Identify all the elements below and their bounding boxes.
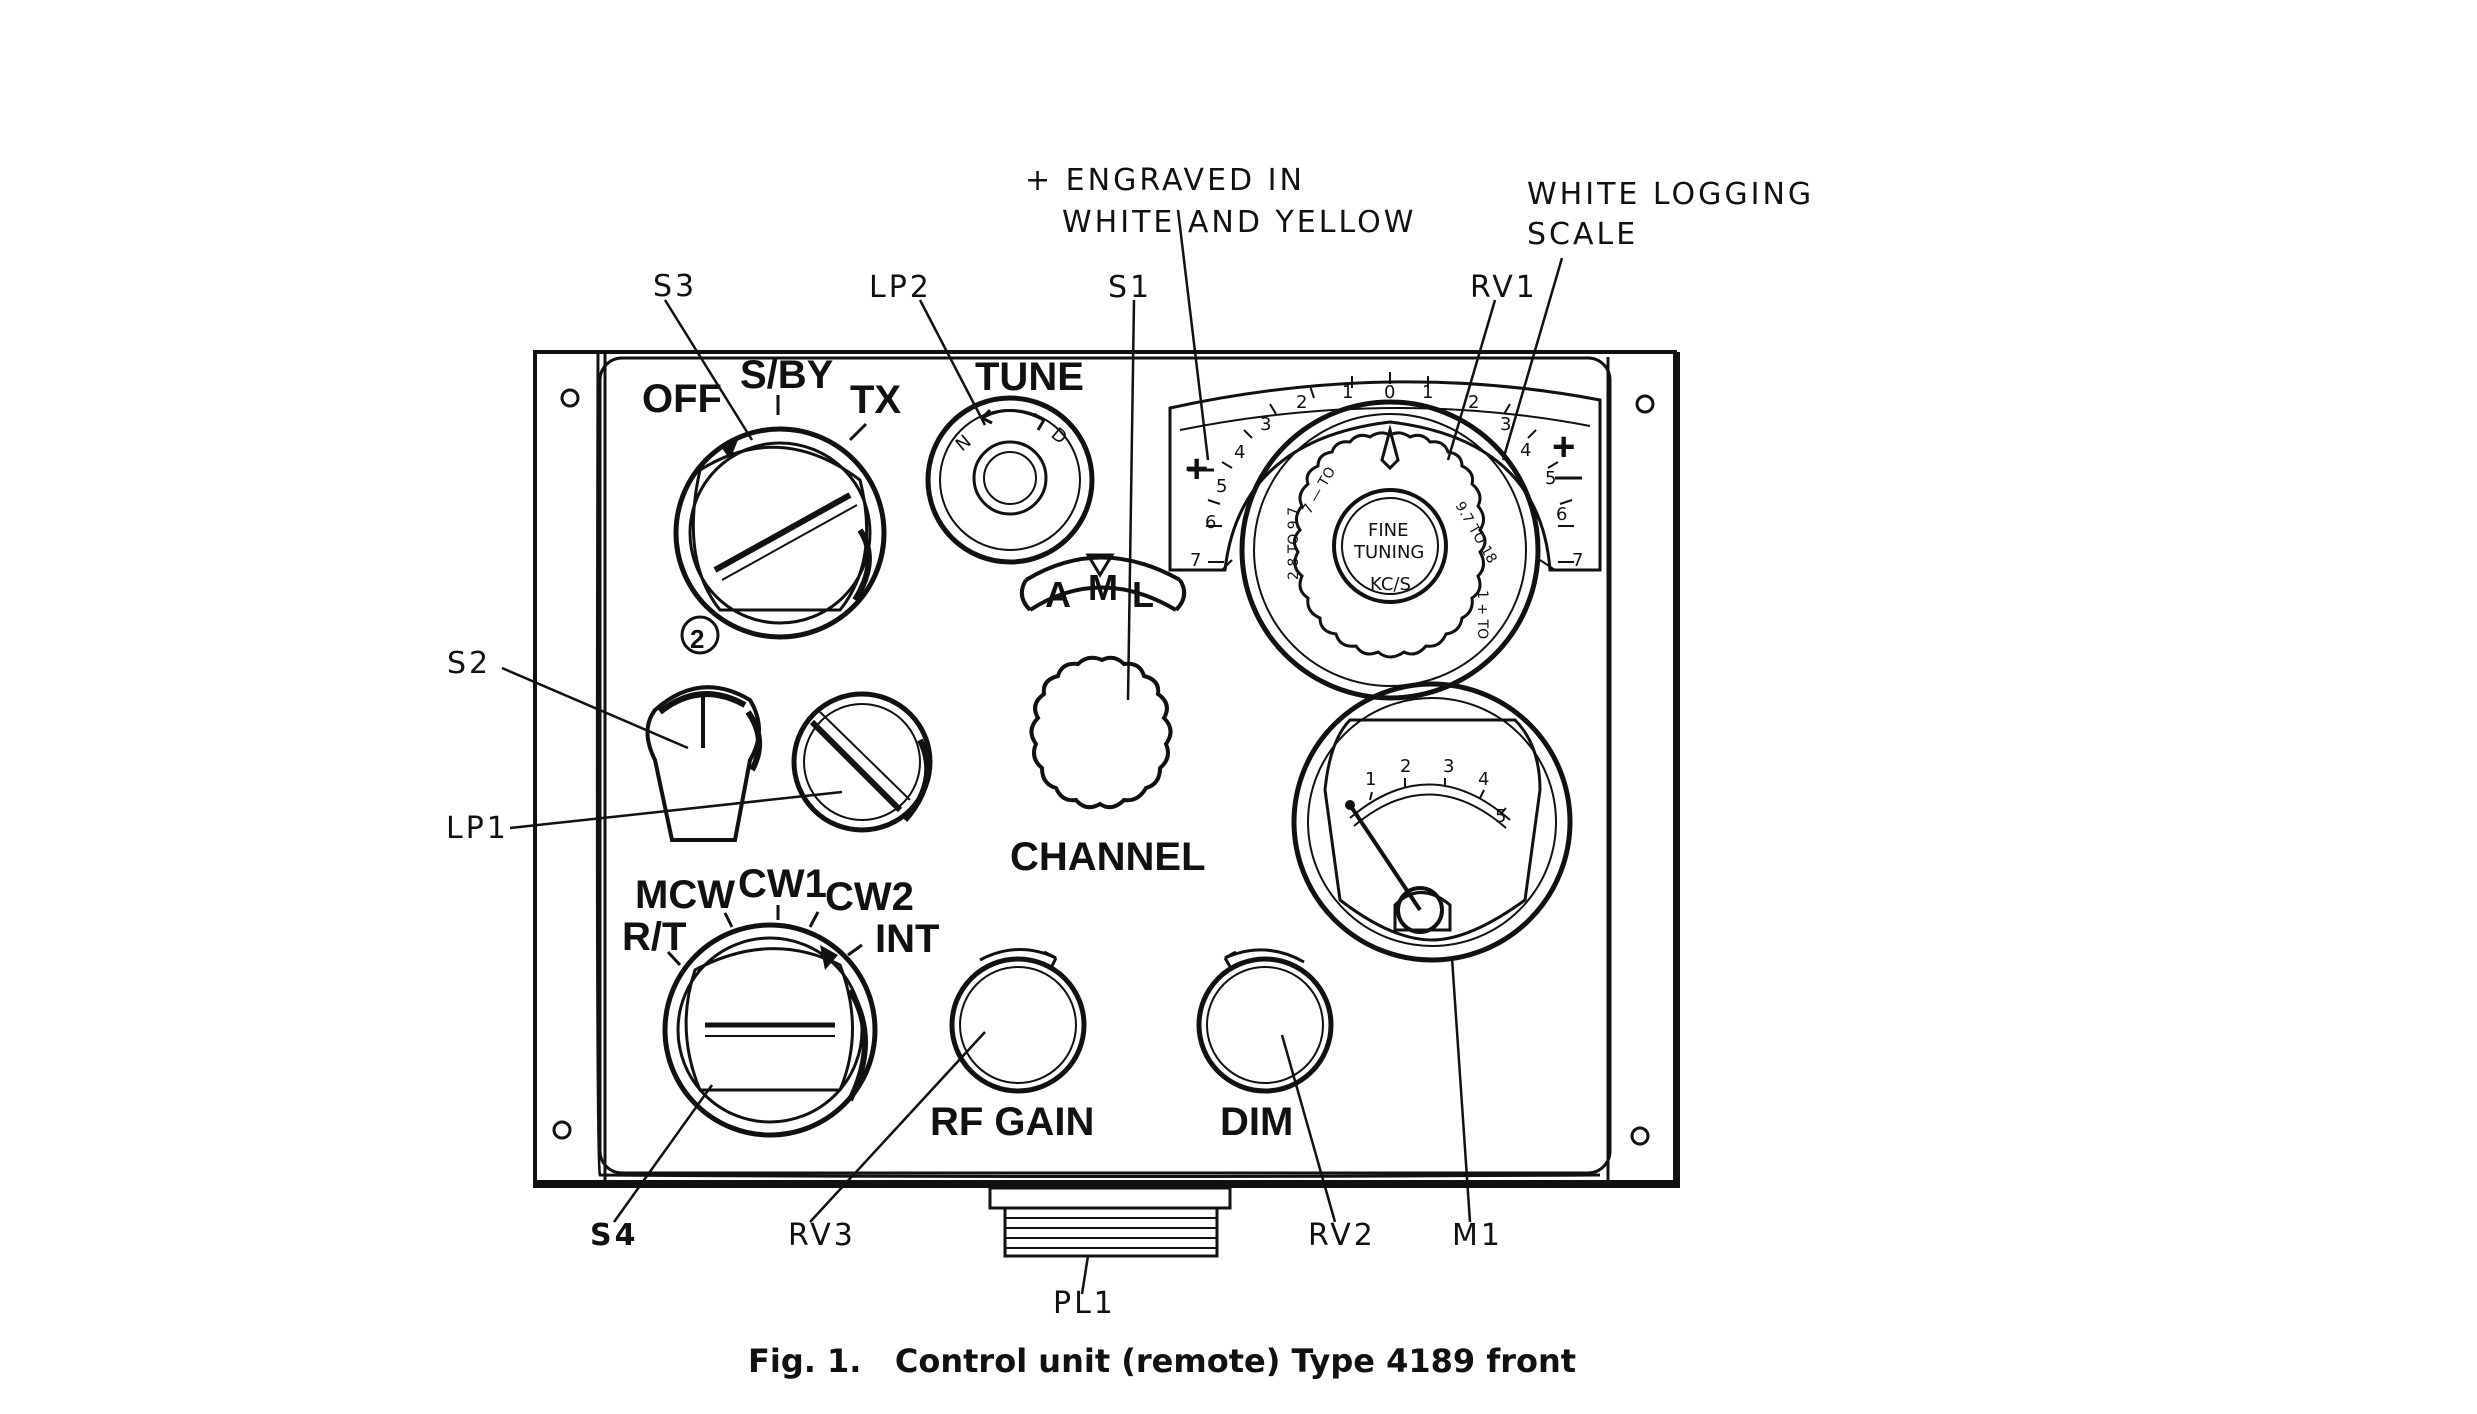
leader-s2 [501, 666, 689, 750]
aml-l-label: L [1132, 574, 1154, 615]
label-lp2: LP2 [869, 270, 932, 305]
callout-labels: S3 LP2 S1 RV1 + ENGRAVED IN WHITE AND YE… [446, 163, 1814, 1321]
s3-tx-label: TX [850, 378, 901, 422]
leader-s1 [1126, 299, 1136, 701]
fine-tuning-line3: KC/S [1370, 574, 1411, 595]
svg-text:1 + TO: 1 + TO [1474, 590, 1490, 639]
plus-minus-right: + [1552, 425, 1575, 469]
svg-text:7 — TO: 7 — TO [1300, 464, 1340, 517]
s3-off-label: OFF [642, 377, 722, 421]
meter-scale-1: 1 [1365, 769, 1376, 790]
mode-mcw-label: MCW [635, 873, 735, 917]
svg-text:9.7 TO 18: 9.7 TO 18 [1452, 499, 1500, 566]
panel-frame [533, 350, 1680, 1188]
note-logging-1: WHITE LOGGING [1527, 177, 1814, 212]
rv3-rf-gain-knob[interactable]: RF GAIN [930, 948, 1094, 1144]
leader-rv1 [1446, 299, 1497, 461]
leader-rv3 [809, 1031, 986, 1223]
mode-cw1-label: CW1 [738, 862, 827, 906]
leader-lp2 [918, 299, 987, 426]
leader-logging [1501, 257, 1564, 461]
leader-lp1 [509, 790, 843, 830]
fine-tuning-line2: TUNING [1353, 542, 1424, 563]
tuning-scale-l5: 5 [1216, 476, 1227, 497]
rv1-fine-tuning-dial[interactable]: FINE TUNING KC/S 7 — TO 2 8 TO 9.7 9.7 T… [1168, 372, 1602, 701]
note-engraved-1: + ENGRAVED IN [1025, 163, 1305, 198]
label-s3: S3 [653, 269, 697, 304]
label-m1: M1 [1452, 1218, 1503, 1253]
s3-switch[interactable]: OFF S/BY TX [642, 353, 901, 640]
leader-rv2 [1280, 1034, 1337, 1223]
lp1-lamp[interactable] [791, 691, 933, 833]
mount-hole-bl [552, 1120, 572, 1140]
s3-sby-label: S/BY [740, 353, 834, 397]
figure-caption: Fig. 1. Control unit (remote) Type 4189 … [748, 1342, 1576, 1380]
leader-pl1 [1080, 1255, 1090, 1295]
meter-scale-2: 2 [1400, 756, 1411, 777]
label-lp1: LP1 [446, 811, 509, 846]
mode-int-label: INT [875, 917, 939, 961]
meter-scale-5: 5 [1495, 806, 1506, 827]
mount-hole-br [1630, 1126, 1650, 1146]
s4-mode-switch[interactable]: MCW CW1 CW2 R/T INT [622, 862, 939, 1138]
label-s1: S1 [1108, 270, 1152, 305]
svg-text:2 8 TO 9.7: 2 8 TO 9.7 [1286, 507, 1302, 580]
label-rv1: RV1 [1470, 270, 1538, 305]
leader-engraved [1176, 209, 1210, 461]
tuning-scale-l7: 7 [1190, 550, 1201, 571]
mode-rt-label: R/T [622, 915, 686, 959]
s1-channel-switch[interactable]: A M L CHANNEL [1010, 553, 1206, 879]
note-engraved-2: WHITE AND YELLOW [1062, 205, 1416, 240]
leader-m1 [1450, 957, 1472, 1223]
label-pl1: PL1 [1053, 1286, 1116, 1321]
note-logging-2: SCALE [1527, 217, 1638, 252]
mount-hole-tl [560, 388, 580, 408]
s2-switch[interactable]: 2 [645, 615, 763, 842]
label-s4: S4 [590, 1218, 638, 1253]
tuning-scale-l3: 3 [1260, 414, 1271, 435]
aml-a-label: A [1045, 574, 1071, 615]
leader-s4 [612, 1084, 714, 1223]
tuning-scale-l2: 2 [1296, 392, 1307, 413]
tune-label: TUNE [975, 355, 1084, 399]
tuning-scale-l4: 4 [1234, 442, 1245, 463]
m1-meter: 1 2 3 4 5 [1291, 681, 1573, 963]
leader-lines [501, 209, 1564, 1295]
tune-d-label: D [1047, 424, 1071, 449]
mode-cw2-label: CW2 [825, 875, 914, 919]
tuning-scale-r3: 3 [1500, 414, 1511, 435]
mount-hole-tr [1635, 394, 1655, 414]
pl1-connector [988, 1186, 1232, 1258]
tuning-scale-r2: 2 [1468, 392, 1479, 413]
label-s2: S2 [447, 646, 491, 681]
tuning-scale-0: 0 [1384, 382, 1395, 403]
tuning-scale-r1: 1 [1422, 382, 1433, 403]
tuning-scale-r7: 7 [1572, 550, 1583, 571]
label-rv3: RV3 [788, 1218, 856, 1253]
tuning-scale-l1: 1 [1342, 382, 1353, 403]
tuning-scale-r6: 6 [1556, 504, 1567, 525]
lp2-tune-lamp[interactable]: N D TUNE [925, 355, 1095, 565]
rf-gain-label: RF GAIN [930, 1100, 1094, 1144]
leader-s3 [663, 299, 754, 441]
channel-label: CHANNEL [1010, 835, 1206, 879]
rv2-dim-knob[interactable]: DIM [1196, 948, 1334, 1144]
fine-tuning-line1: FINE [1368, 520, 1409, 541]
marker-2-label: 2 [690, 624, 704, 654]
meter-scale-4: 4 [1478, 769, 1489, 790]
tuning-scale-r4: 4 [1520, 440, 1531, 461]
tuning-scale-r5: 5 [1545, 468, 1556, 489]
label-rv2: RV2 [1308, 1218, 1376, 1253]
aml-m-label: M [1088, 567, 1118, 608]
tuning-scale-l6: 6 [1205, 512, 1216, 533]
meter-scale-3: 3 [1443, 756, 1454, 777]
dim-label: DIM [1220, 1100, 1293, 1144]
